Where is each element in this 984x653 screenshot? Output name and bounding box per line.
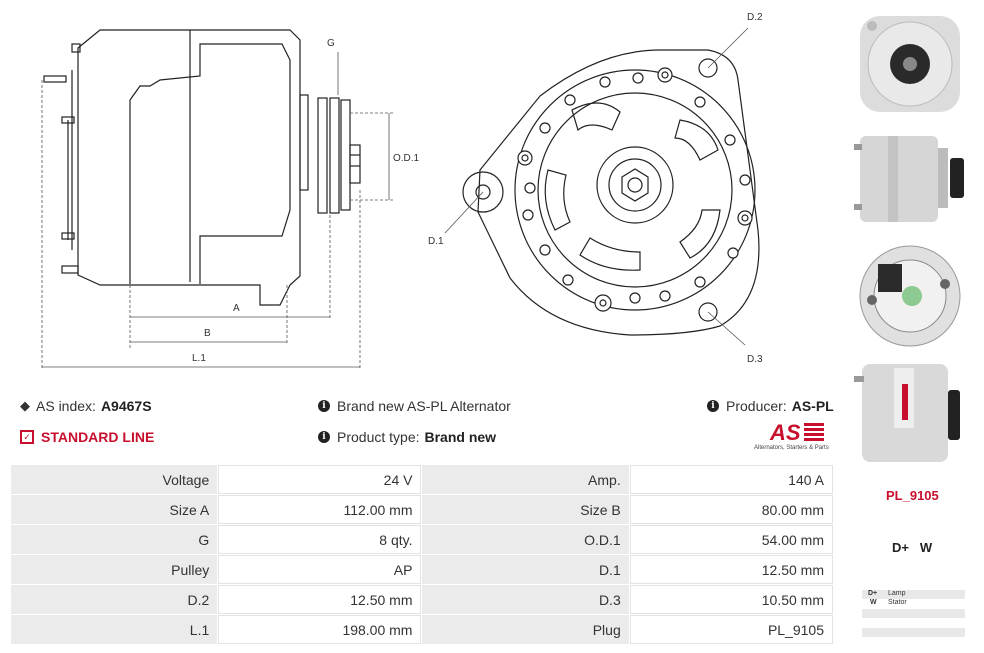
spec-key: Plug — [422, 615, 629, 644]
product-photo-side[interactable] — [850, 124, 970, 236]
table-row: G 8 qty. O.D.1 54.00 mm — [11, 525, 833, 554]
label-d3: D.3 — [747, 354, 763, 365]
spec-value: 54.00 mm — [629, 525, 833, 554]
label-d2: D.2 — [747, 12, 763, 23]
spec-value: AP — [218, 555, 422, 584]
product-photo-front[interactable] — [850, 8, 970, 120]
spec-value: PL_9105 — [629, 615, 833, 644]
standard-line-badge: ✓ STANDARD LINE — [20, 429, 154, 445]
spec-value: 140 A — [629, 465, 833, 494]
plug-pin-row: D+ Lamp — [862, 590, 965, 599]
info-icon: i — [318, 400, 330, 412]
plug-pin-row-empty — [862, 609, 965, 618]
label-b: B — [204, 328, 211, 339]
spec-key: D.3 — [422, 585, 629, 614]
front-view-drawing — [444, 27, 760, 346]
spec-key: L.1 — [11, 615, 218, 644]
side-view-drawing — [41, 29, 395, 370]
plug-terminals: D+ W — [892, 540, 933, 555]
spec-value: 12.50 mm — [218, 585, 422, 614]
info-icon: i — [318, 431, 330, 443]
plug-code-link[interactable]: PL_9105 — [886, 488, 939, 503]
product-type-value: Brand new — [424, 429, 497, 445]
as-pl-logo: AS Alternators, Starters & Parts — [754, 420, 835, 456]
product-type-label: Product type: — [337, 429, 420, 445]
spec-value: 10.50 mm — [629, 585, 833, 614]
spec-key: O.D.1 — [422, 525, 629, 554]
product-type-row: i Product type: Brand new — [318, 429, 496, 445]
standard-line-text: STANDARD LINE — [41, 429, 155, 445]
logo-text: AS — [770, 420, 801, 445]
spec-key: Amp. — [422, 465, 629, 494]
pin-desc: Stator — [888, 599, 907, 606]
spec-key: G — [11, 525, 218, 554]
table-row: L.1 198.00 mm Plug PL_9105 — [11, 615, 833, 644]
table-row: D.2 12.50 mm D.3 10.50 mm — [11, 585, 833, 614]
label-od1: O.D.1 — [393, 153, 420, 164]
pin-name: W — [870, 599, 877, 606]
pin-desc: Lamp — [888, 590, 906, 597]
spec-key: D.2 — [11, 585, 218, 614]
as-index-row: ◆ AS index: A9467S — [20, 398, 152, 414]
logo-tagline: Alternators, Starters & Parts — [754, 445, 829, 451]
spec-value: 198.00 mm — [218, 615, 422, 644]
spec-value: 8 qty. — [218, 525, 422, 554]
plug-pin-row: W Stator — [862, 599, 965, 608]
label-l1: L.1 — [192, 353, 206, 364]
logo-stripes — [804, 423, 824, 441]
tag-icon: ◆ — [20, 398, 30, 413]
as-index-label: AS index: — [36, 398, 96, 414]
as-index-value: A9467S — [100, 398, 152, 414]
plug-pin-row-empty — [862, 628, 965, 637]
table-row: Size A 112.00 mm Size B 80.00 mm — [11, 495, 833, 524]
table-row: Pulley AP D.1 12.50 mm — [11, 555, 833, 584]
product-photo-angle[interactable] — [850, 354, 970, 472]
pin-name: D+ — [868, 590, 878, 597]
spec-key: Size B — [422, 495, 629, 524]
product-photo-rear[interactable] — [850, 240, 970, 352]
spec-value: 24 V — [218, 465, 422, 494]
label-g: G — [327, 38, 335, 49]
spec-value: 12.50 mm — [629, 555, 833, 584]
specs-table: Voltage 24 V Amp. 140 A Size A 112.00 mm… — [10, 464, 834, 645]
table-row: Voltage 24 V Amp. 140 A — [11, 465, 833, 494]
spec-key: Pulley — [11, 555, 218, 584]
spec-key: D.1 — [422, 555, 629, 584]
info-icon: i — [707, 400, 719, 412]
producer-value: AS-PL — [791, 398, 834, 414]
producer-label: Producer: — [726, 398, 787, 414]
spec-value: 112.00 mm — [218, 495, 422, 524]
label-a: A — [233, 303, 240, 314]
checkbox-icon: ✓ — [20, 430, 34, 444]
description-row: i Brand new AS-PL Alternator — [318, 398, 511, 414]
spec-value: 80.00 mm — [629, 495, 833, 524]
producer-row: i Producer: AS-PL — [707, 398, 834, 414]
spec-key: Size A — [11, 495, 218, 524]
label-d1: D.1 — [428, 236, 444, 247]
spec-key: Voltage — [11, 465, 218, 494]
description-text: Brand new AS-PL Alternator — [337, 398, 511, 414]
